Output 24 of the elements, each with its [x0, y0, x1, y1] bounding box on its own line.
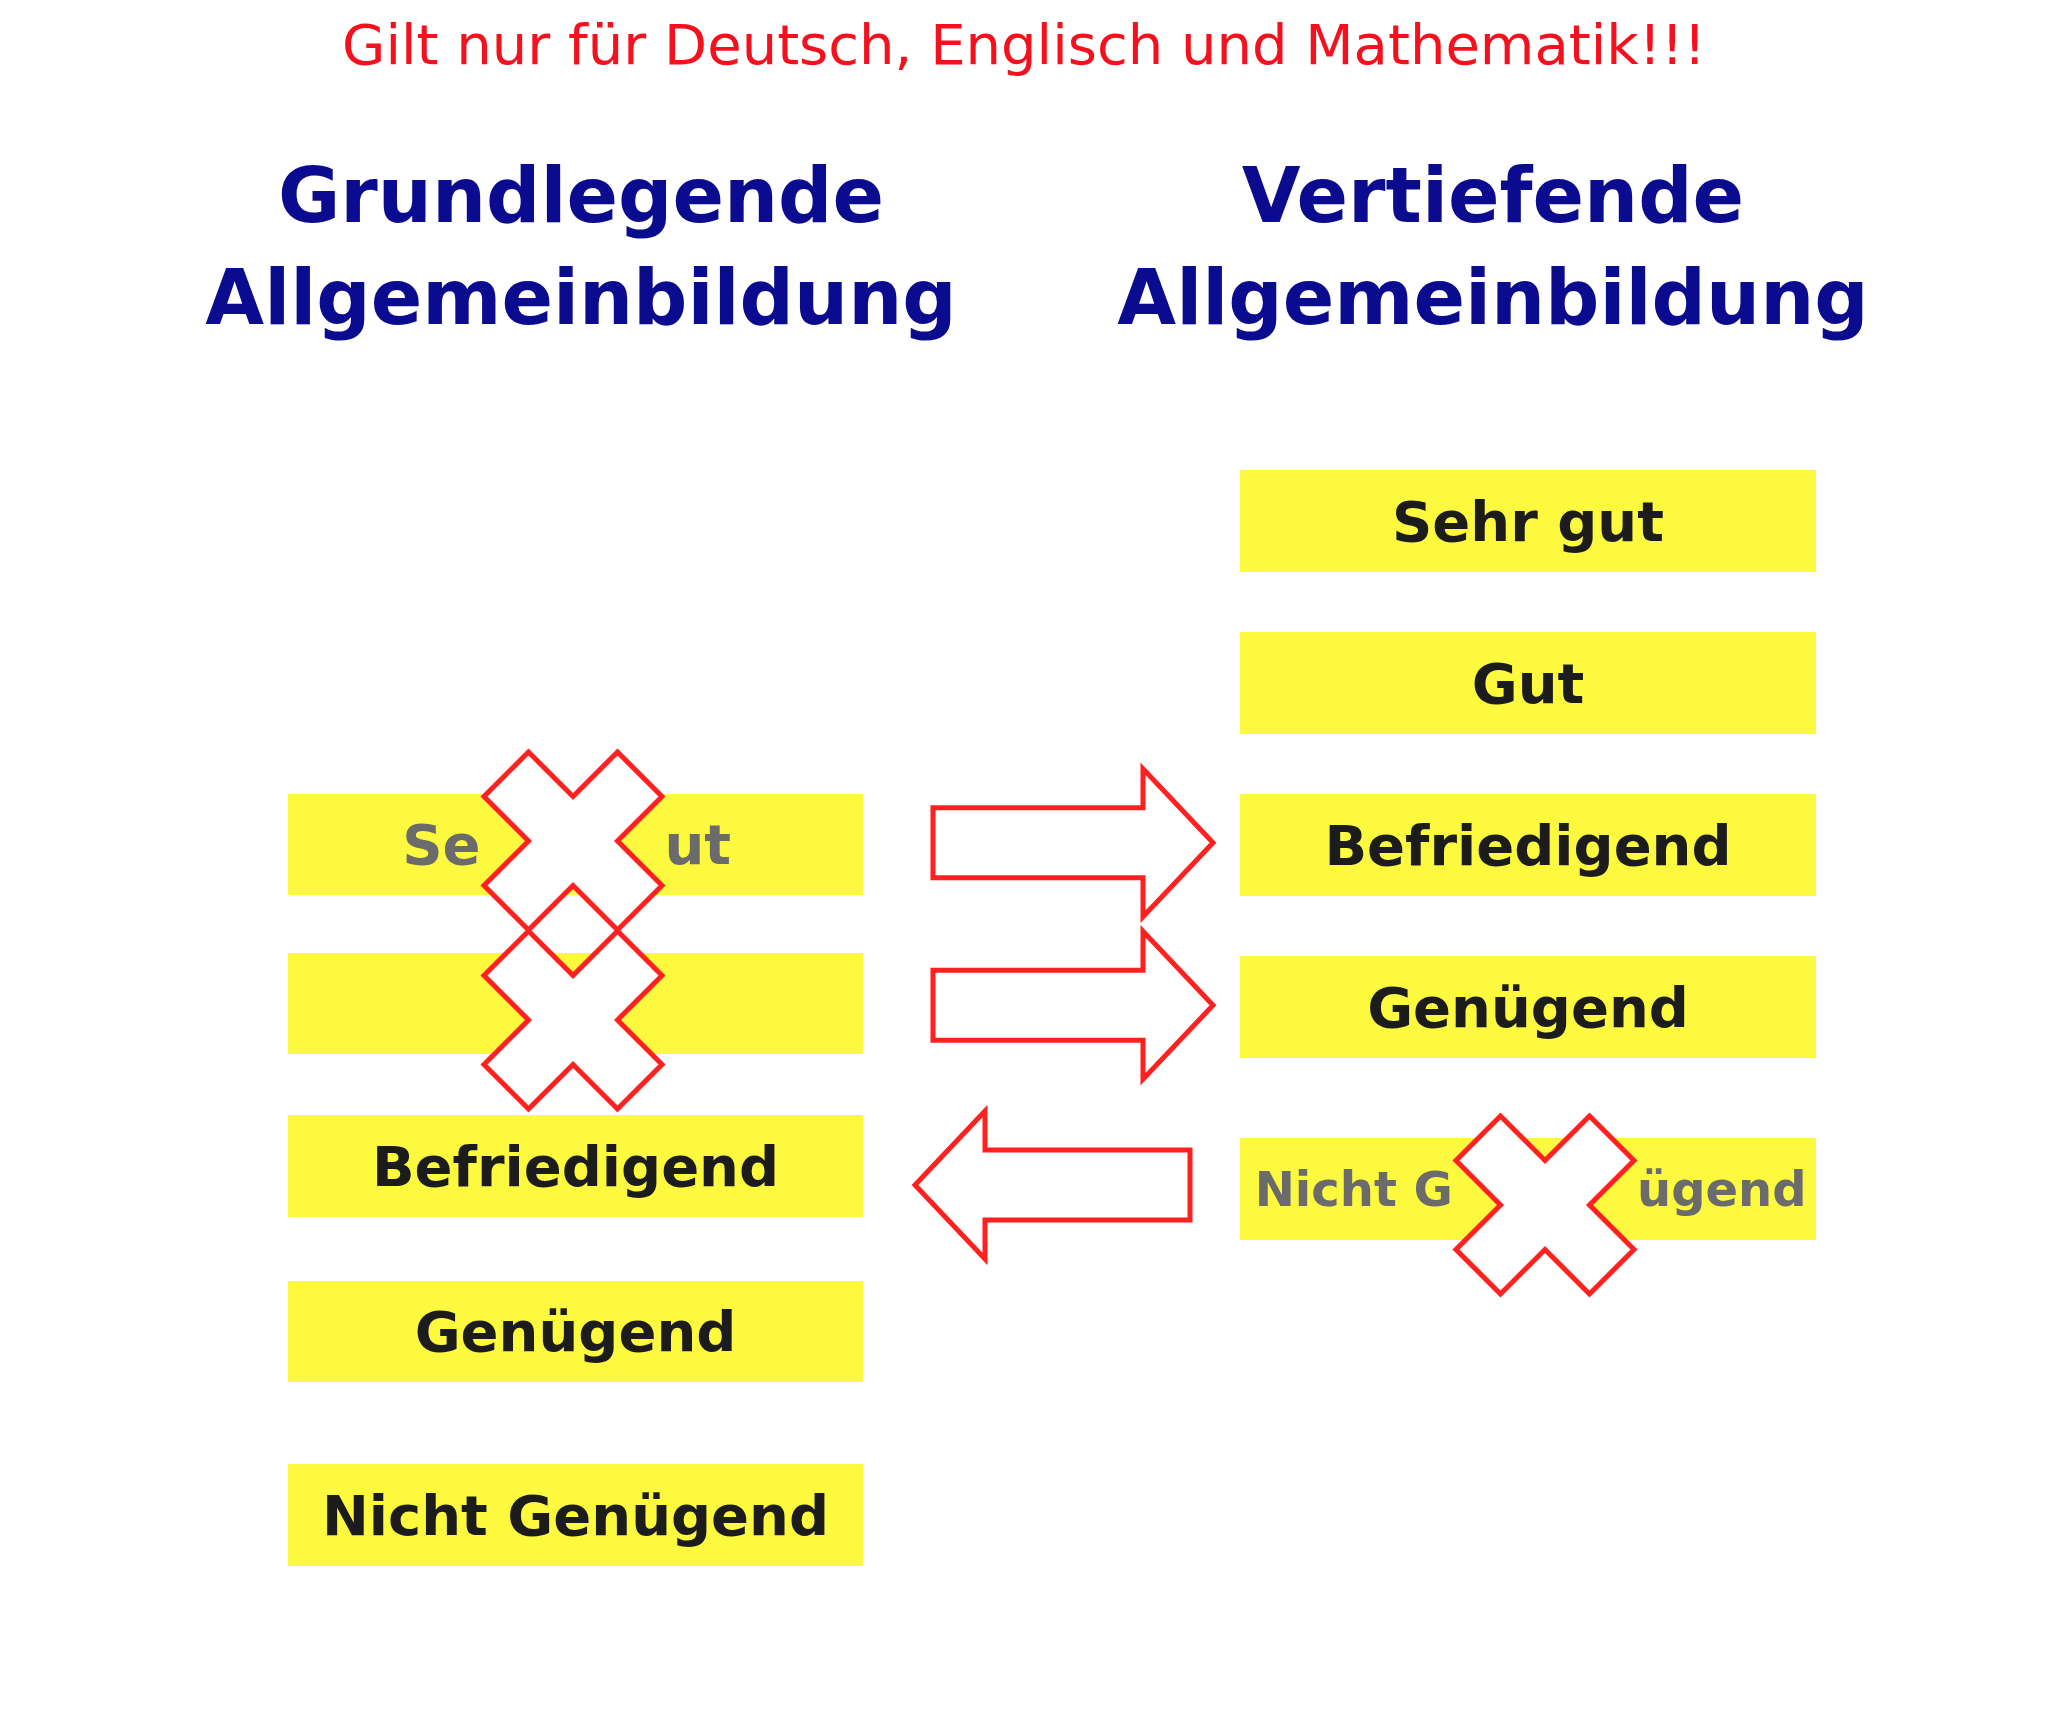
grade-label: Se	[402, 811, 481, 878]
grade-box	[288, 1281, 863, 1382]
grade-label: Befriedigend	[1324, 811, 1732, 879]
grade-box	[1240, 632, 1816, 734]
grade-label: Nicht G	[1254, 1160, 1453, 1218]
grade-label: ügend	[1637, 1160, 1807, 1218]
grade-box	[288, 1115, 863, 1217]
grade-box	[1240, 794, 1816, 896]
grade-box	[1240, 956, 1816, 1058]
warning-note: Gilt nur für Deutsch, Englisch und Mathematik!!!	[342, 11, 1706, 79]
grade-box	[288, 1464, 863, 1566]
grade-label: Genügend	[1367, 973, 1689, 1041]
grade-box	[1240, 470, 1816, 572]
block-arrow	[911, 1104, 1193, 1266]
column-heading: Grundlegende Allgemeinbildung	[205, 150, 957, 344]
block-arrow	[930, 762, 1217, 924]
grade-label: Sehr gut	[1392, 487, 1664, 555]
grade-label: ut	[664, 811, 732, 878]
column-heading: Vertiefende Allgemeinbildung	[1117, 150, 1869, 344]
grade-label: Genügend	[414, 1298, 737, 1365]
block-arrow	[930, 924, 1217, 1086]
grade-label: Nicht Genügend	[321, 1481, 830, 1549]
grade-label: Befriedigend	[371, 1132, 780, 1200]
grade-label: Gut	[1471, 649, 1585, 717]
